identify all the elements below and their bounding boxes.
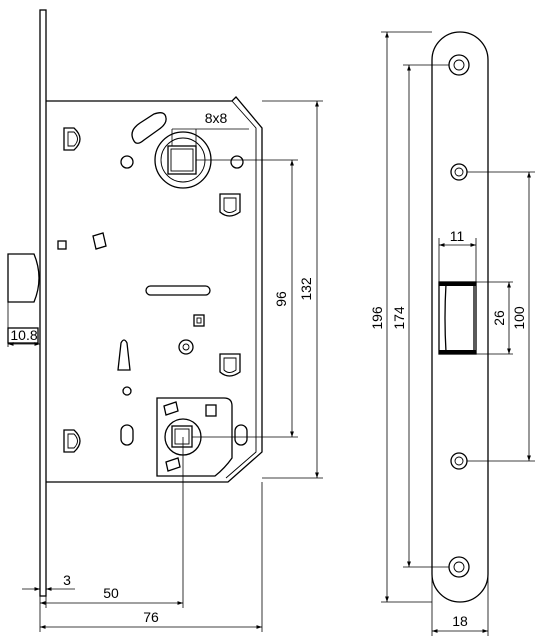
small-square — [205, 404, 217, 417]
tilted-tab — [92, 232, 107, 250]
screw-hole-bottom — [448, 556, 470, 578]
upper-spindle-square — [167, 145, 197, 175]
dim-label-faceplate-length: 196 — [369, 306, 385, 330]
dim-label-case-depth: 76 — [143, 609, 159, 625]
d-slot-top-left — [63, 127, 81, 151]
small-square — [57, 240, 67, 250]
dim-label-mount-spacing: 100 — [511, 306, 527, 330]
upper-kidney-slot — [131, 112, 167, 144]
d-slot-right-lower — [219, 353, 241, 377]
latch-bolt — [7, 253, 40, 303]
dim-label-screw-spacing: 174 — [391, 306, 407, 330]
dim-label-faceplate-thickness: 3 — [63, 572, 71, 588]
rivet-hole — [230, 155, 244, 169]
screw-hole-top — [448, 54, 470, 76]
vertical-tapered-slot — [117, 339, 131, 371]
dim-label-spindle-to-lower: 96 — [273, 291, 289, 307]
dim-label-case-height: 132 — [298, 277, 314, 301]
dim-label-backset: 50 — [103, 585, 119, 601]
mount-hole-lower — [450, 452, 468, 470]
d-slot-bottom-left — [63, 429, 81, 453]
mount-hole-upper — [450, 163, 468, 181]
rivet-hole — [122, 386, 132, 396]
faceplate-front-view: 196 174 11 26 100 18 — [369, 31, 535, 636]
lower-bolt-block — [156, 397, 233, 477]
horizontal-slot — [145, 285, 211, 296]
lock-case-outline — [46, 96, 263, 483]
dim-label-spindle-square: 8x8 — [205, 110, 228, 126]
dim-label-latch-projection: 10.8 — [10, 327, 37, 343]
round-hole — [178, 339, 194, 355]
dim-label-strike-width: 11 — [450, 228, 465, 244]
lower-spindle-square — [171, 425, 193, 448]
dim-label-strike-height: 26 — [491, 310, 507, 326]
rivet-hole — [120, 155, 134, 169]
d-slot-right-upper — [219, 193, 241, 217]
faceplate-side — [39, 9, 47, 597]
lock-body-view: 8x8 96 132 10.8 3 50 76 — [7, 9, 323, 632]
small-square — [193, 314, 205, 327]
dim-label-faceplate-width: 18 — [452, 613, 468, 629]
